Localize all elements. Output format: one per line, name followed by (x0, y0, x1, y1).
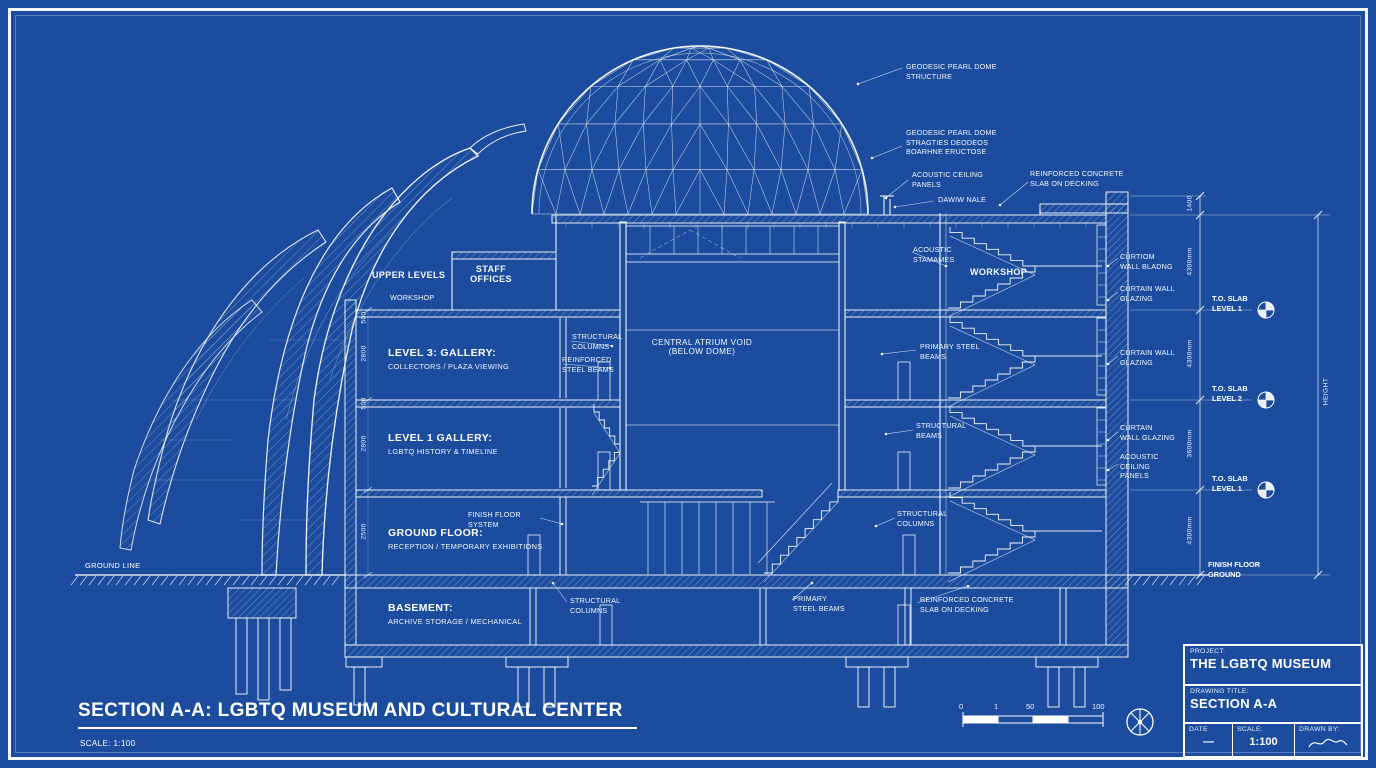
date-value: — (1203, 736, 1214, 748)
scale-tick-0: 0 (959, 702, 964, 711)
floor-level1-title: LEVEL 1 GALLERY: (388, 432, 493, 444)
callout-curtain-wall-3: CURTAIN WALL GLAZING (1120, 348, 1175, 367)
date-label: DATE (1189, 726, 1208, 733)
room-staff-offices: STAFF OFFICES (470, 264, 512, 284)
project-label: PROJECT: (1190, 648, 1226, 655)
scale-cell: SCALE: 1:100 (1233, 724, 1295, 756)
dim-right-0: 1400 (1186, 195, 1194, 212)
title-block-drawing-row: DRAWING TITLE: SECTION A-A (1185, 686, 1361, 724)
stairs (591, 227, 1102, 583)
dim-right-4: 4300mm (1186, 516, 1194, 545)
dim-left-2: 500 (360, 397, 368, 410)
project-name: THE LGBTQ MUSEUM (1190, 656, 1332, 671)
room-upper-levels: UPPER LEVELS (372, 270, 446, 280)
north-arrow-icon (1126, 708, 1154, 736)
floor-level3-title: LEVEL 3: GALLERY: (388, 347, 497, 359)
room-workshop-right: WORKSHOP (970, 267, 1028, 277)
room-central-atrium: CENTRAL ATRIUM VOID (BELOW DOME) (651, 338, 753, 356)
signature-mark (1308, 738, 1348, 748)
dim-right-1: 4300mm (1186, 247, 1194, 276)
callout-reinforced-beams: REINFORCED STEEL BEAMS (562, 355, 614, 374)
callout-slab-decking-bottom: REINFORCED CONCRETE SLAB ON DECKING (920, 595, 1014, 614)
graphic-scale-bar (962, 712, 1104, 727)
callout-structural-beams: STRUCTURAL BEAMS (916, 421, 967, 440)
drawing-title: SECTION A-A (1190, 696, 1278, 711)
callout-acoustic-stair: ACOUSTIC STAMAMES (913, 245, 955, 264)
floor-basement-subtitle: ARCHIVE STORAGE / MECHANICAL (388, 617, 522, 626)
sheet-section-title: SECTION A-A: LGBTQ MUSEUM AND CULTURAL C… (78, 700, 637, 729)
room-workshop-left: WORKSHOP (390, 293, 435, 302)
foundations (227, 587, 1099, 708)
level-datum-3: T.O. SLAB LEVEL 1 (1212, 474, 1248, 493)
dim-right-2: 4300mm (1186, 339, 1194, 368)
floor-basement-title: BASEMENT: (388, 602, 453, 614)
drawn-by-label: DRAWN BY: (1299, 726, 1340, 733)
date-cell: DATE — (1185, 724, 1233, 756)
title-block-bottom-row: DATE — SCALE: 1:100 DRAWN BY: (1185, 724, 1361, 756)
geodesic-dome (531, 45, 869, 215)
callout-dome-structure-2: GEODESIC PEARL DOME STRAGTIES DEODEOS BO… (906, 128, 997, 156)
floor-ground-title: GROUND FLOOR: (388, 527, 484, 539)
drawn-by-cell: DRAWN BY: (1295, 724, 1361, 756)
scale-value: 1:100 (1249, 736, 1278, 748)
callout-curtain-wall-4: CURTAIN WALL GLAZING (1120, 423, 1175, 442)
callout-slab-decking-top: REINFORCED CONCRETE SLAB ON DECKING (1030, 169, 1124, 188)
floor-level1-subtitle: LGBTQ HISTORY & TIMELINE (388, 447, 498, 456)
concrete-slabs (344, 191, 1129, 658)
dimension-lines (363, 191, 1330, 580)
floor-ground-subtitle: RECEPTION / TEMPORARY EXHIBITIONS (388, 542, 543, 551)
callout-curtain-wall-2: CURTAIN WALL GLAZING (1120, 284, 1175, 303)
scale-tick-100: 100 (1092, 702, 1105, 711)
callout-acoustic-ceiling-top: ACOUSTIC CEILING PANELS (912, 170, 984, 189)
level-datum-1: T.O. SLAB LEVEL 1 (1212, 294, 1248, 313)
callout-finish-floor-left: FINISH FLOOR SYSTEM (468, 510, 521, 529)
callout-curtain-wall-1: CURTIOM WALL BLADNG (1120, 252, 1173, 271)
scale-tick-1: 1 (994, 702, 999, 711)
dim-left-1: 2800 (360, 345, 368, 362)
callout-roof-vent: DAWIW NALE (938, 195, 987, 204)
title-block-project-row: PROJECT: THE LGBTQ MUSEUM (1185, 646, 1361, 686)
leader-lines (539, 67, 1119, 604)
callout-structural-columns-left: STRUCTURAL COLUMNS (572, 332, 623, 351)
dim-right-3: 3600mm (1186, 429, 1194, 458)
level-datum-ground: FINISH FLOOR GROUND (1208, 560, 1261, 579)
callout-dome-structure: GEODESIC PEARL DOME STRUCTURE (906, 62, 997, 81)
sheet-scale-note: SCALE: 1:100 (80, 739, 136, 748)
callout-structural-columns-right: STRUCTURAL COLUMNS (897, 509, 948, 528)
title-block: PROJECT: THE LGBTQ MUSEUM DRAWING TITLE:… (1183, 644, 1363, 758)
floor-level3-subtitle: COLLECTORS / PLAZA VIEWING (388, 362, 510, 371)
sail-shell-structures (119, 123, 527, 576)
callout-primary-steel-bottom: PRIMARY STEEL BEAMS (793, 594, 845, 613)
dim-height-label: HEIGHT (1322, 377, 1330, 406)
drawing-title-label: DRAWING TITLE: (1190, 688, 1249, 695)
scale-label: SCALE: (1237, 726, 1263, 733)
callout-acoustic-ceiling-right: ACOUSTIC CEILING PANELS (1120, 452, 1159, 480)
level-datum-2: T.O. SLAB LEVEL 2 (1212, 384, 1248, 403)
callout-primary-steel-mid: PRIMARY STEEL BEAMS (920, 342, 980, 361)
dim-left-3: 2800 (360, 435, 368, 452)
callout-structural-columns-bottom: STRUCTURAL COLUMNS (570, 596, 621, 615)
detail-linework (70, 223, 1205, 646)
ground-line-label: GROUND LINE (85, 561, 141, 570)
scale-tick-50: 50 (1026, 702, 1035, 711)
dim-left-4: 2500 (360, 523, 368, 540)
